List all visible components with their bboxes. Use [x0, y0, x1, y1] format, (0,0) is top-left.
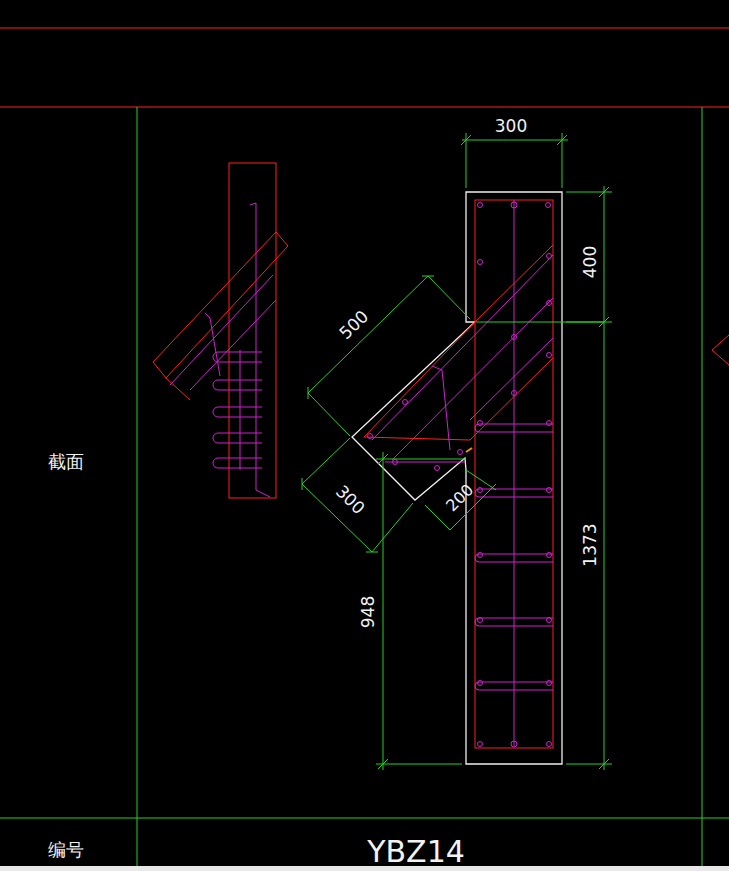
dimension-text: 400 [582, 246, 599, 278]
dimension-text: 300 [495, 118, 527, 135]
dimension-text: 1373 [582, 523, 599, 566]
row-header: 截面 [48, 453, 84, 471]
dimension-text: 200 [444, 482, 477, 515]
section-id: YBZ14 [367, 837, 465, 867]
dimension-text: 500 [336, 308, 371, 343]
dimension-text: 300 [333, 483, 368, 518]
row-header: 编号 [48, 841, 84, 859]
dimension-text: 948 [360, 596, 377, 628]
